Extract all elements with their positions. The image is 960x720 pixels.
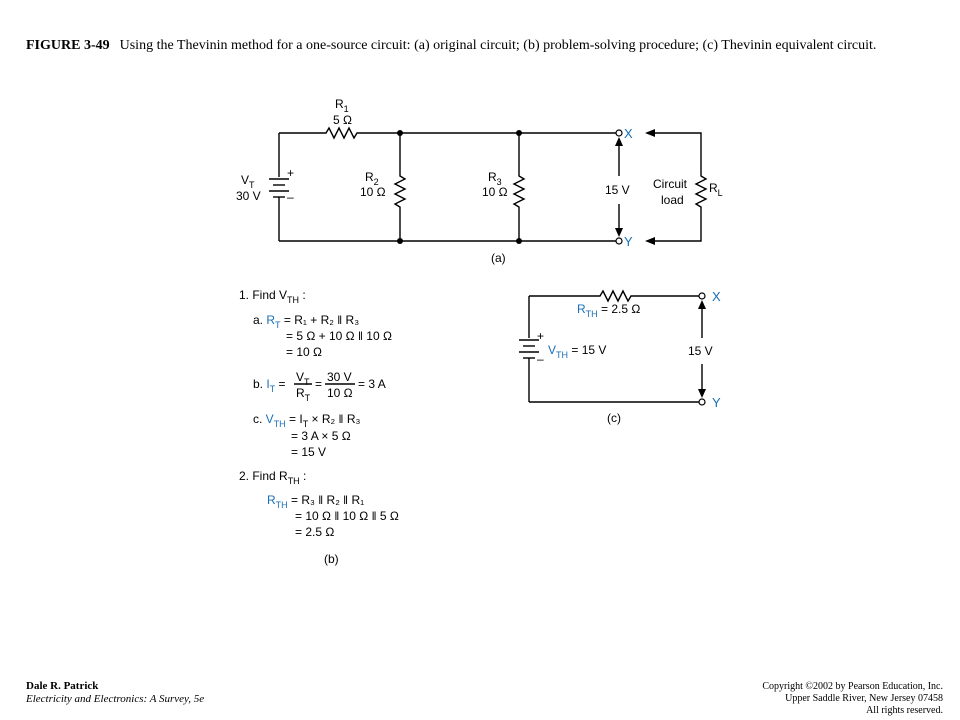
step-b-frac2-num: 30 V bbox=[327, 370, 352, 384]
load-label-line2: load bbox=[661, 193, 684, 207]
node-y-label: Y bbox=[624, 234, 633, 249]
copyright-line1: Copyright ©2002 by Pearson Education, In… bbox=[762, 681, 943, 692]
circuit-c: RTH = 2.5 Ω VTH = 15 V + – X Y 15 V (c) bbox=[519, 289, 721, 425]
plus-sign: + bbox=[287, 166, 294, 180]
step-b-frac1-num: VT bbox=[296, 370, 310, 387]
vt-label: VT bbox=[241, 173, 255, 190]
figure-number: FIGURE 3-49 bbox=[26, 38, 110, 53]
node-x-label-c: X bbox=[712, 289, 721, 304]
load-label-line1: Circuit bbox=[653, 177, 688, 191]
vt-value: 30 V bbox=[236, 189, 261, 203]
svg-text:=: = bbox=[315, 377, 322, 391]
r2-value: 10 Ω bbox=[360, 185, 386, 199]
step2-heading: 2. Find RTH : bbox=[239, 469, 306, 486]
step-b-result: = 3 A bbox=[358, 377, 386, 391]
r3-label: R3 bbox=[488, 170, 502, 187]
rth-label: RTH = 2.5 Ω bbox=[577, 302, 640, 319]
step2-line3: = 2.5 Ω bbox=[295, 525, 334, 539]
minus-sign: – bbox=[287, 190, 294, 204]
step1-heading: 1. Find VTH : bbox=[239, 288, 306, 305]
vth-minus-sign: – bbox=[537, 352, 544, 366]
circuit-a: R1 5 Ω R2 10 Ω R3 10 Ω VT 30 V + – X Y 1… bbox=[236, 97, 723, 265]
step-c-line3: = 15 V bbox=[291, 445, 326, 459]
figure-caption-text: Using the Thevinin method for a one-sour… bbox=[119, 38, 877, 53]
vth-battery-symbol bbox=[519, 339, 539, 364]
step-b-lhs: b. IT = bbox=[253, 377, 286, 394]
rl-label: RL bbox=[709, 181, 723, 198]
r3-value: 10 Ω bbox=[482, 185, 508, 199]
procedure-b: 1. Find VTH : a. RT = R₁ + R₂ ǁ R₃ = 5 Ω… bbox=[239, 288, 399, 566]
caption-b: (b) bbox=[324, 552, 339, 566]
caption-c: (c) bbox=[607, 411, 621, 425]
step-a-line3: = 10 Ω bbox=[286, 345, 322, 359]
figure-caption: FIGURE 3-49 Using the Thevinin method for… bbox=[26, 36, 934, 56]
footer-copyright: Copyright ©2002 by Pearson Education, In… bbox=[762, 681, 943, 717]
battery-symbol bbox=[269, 178, 289, 205]
r1-label: R1 bbox=[335, 97, 349, 114]
vth-plus-sign: + bbox=[537, 329, 544, 343]
step-b-frac2-den: 10 Ω bbox=[327, 386, 353, 400]
node-y-label-c: Y bbox=[712, 395, 721, 410]
r1-value: 5 Ω bbox=[333, 113, 352, 127]
step-c-line1: c. VTH = IT × R₂ ǁ R₃ bbox=[253, 412, 360, 429]
r2-label: R2 bbox=[365, 170, 379, 187]
copyright-line3: All rights reserved. bbox=[866, 705, 943, 716]
footer-left: Dale R. Patrick Electricity and Electron… bbox=[26, 680, 204, 706]
footer-book-title: Electricity and Electronics: A Survey, 5… bbox=[26, 693, 205, 705]
step-c-line2: = 3 A × 5 Ω bbox=[291, 429, 351, 443]
step2-line1: RTH = R₃ ǁ R₂ ǁ R₁ bbox=[267, 493, 364, 510]
voltage-label: 15 V bbox=[605, 183, 630, 197]
vth-label: VTH = 15 V bbox=[548, 343, 606, 360]
step-b-frac1-den: RT bbox=[296, 386, 311, 403]
copyright-line2: Upper Saddle River, New Jersey 07458 bbox=[785, 693, 943, 704]
step2-line2: = 10 Ω ǁ 10 Ω ǁ 5 Ω bbox=[295, 509, 399, 523]
node-x-label: X bbox=[624, 126, 633, 141]
voltage-label-c: 15 V bbox=[688, 344, 713, 358]
caption-a: (a) bbox=[491, 251, 506, 265]
footer-author: Dale R. Patrick bbox=[26, 680, 99, 692]
step-a-line1: a. RT = R₁ + R₂ ǁ R₃ bbox=[253, 313, 359, 330]
step-a-line2: = 5 Ω + 10 Ω ǁ 10 Ω bbox=[286, 329, 392, 343]
